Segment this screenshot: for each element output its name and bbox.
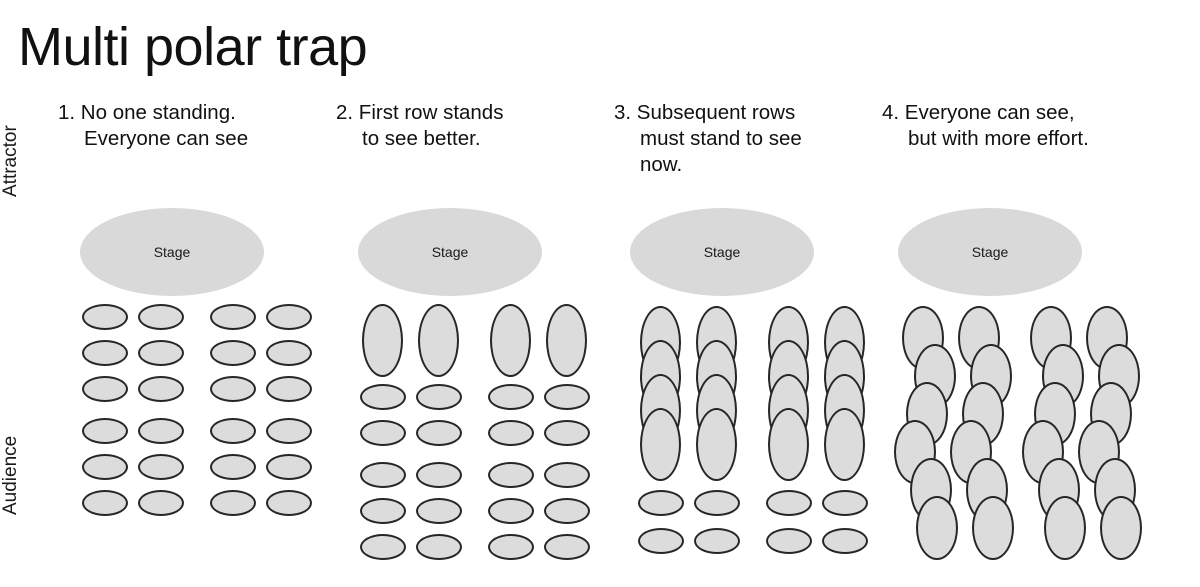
audience-person-seated [138,418,184,444]
audience-person-seated [266,304,312,330]
audience-person-seated [266,418,312,444]
audience-person-seated [138,454,184,480]
audience-person-seated [360,534,406,560]
audience-person-seated [82,304,128,330]
audience-person-standing [362,304,403,377]
audience-person-seated [360,462,406,488]
panel-1-audience [52,304,324,570]
audience-person-seated [266,376,312,402]
panel-4: 4. Everyone can see, but with more effor… [876,100,1148,570]
audience-person-seated [416,498,462,524]
audience-person-seated [544,534,590,560]
audience-person-standing [972,496,1014,560]
audience-person-seated [488,384,534,410]
audience-person-seated [266,340,312,366]
panel-2-stage: Stage [358,208,542,296]
panel-3: 3. Subsequent rows must stand to see now… [608,100,880,570]
audience-person-seated [360,420,406,446]
audience-person-seated [138,340,184,366]
audience-person-seated [416,384,462,410]
audience-person-seated [210,304,256,330]
axis-label-audience: Audience [0,435,21,515]
audience-person-seated [138,490,184,516]
audience-person-standing [696,408,737,481]
audience-person-seated [488,498,534,524]
audience-person-seated [360,498,406,524]
audience-person-seated [82,454,128,480]
audience-person-seated [694,528,740,554]
panel-1: 1. No one standing. Everyone can see Sta… [52,100,324,570]
audience-person-seated [544,462,590,488]
audience-person-seated [488,462,534,488]
audience-person-seated [210,340,256,366]
axis-label-attractor: Attractor [0,125,21,197]
audience-person-seated [544,384,590,410]
audience-person-seated [82,418,128,444]
stage-label: Stage [971,244,1009,260]
audience-person-seated [82,340,128,366]
audience-person-standing [1100,496,1142,560]
audience-person-seated [822,528,868,554]
panel-3-audience [608,304,880,570]
audience-person-seated [360,384,406,410]
audience-person-standing [490,304,531,377]
audience-person-seated [416,534,462,560]
audience-person-seated [694,490,740,516]
audience-person-seated [766,528,812,554]
audience-person-seated [266,454,312,480]
audience-person-standing [418,304,459,377]
page-title: Multi polar trap [18,17,368,77]
audience-person-seated [266,490,312,516]
audience-person-seated [210,454,256,480]
audience-person-standing [916,496,958,560]
audience-person-seated [210,418,256,444]
panel-3-stage: Stage [630,208,814,296]
panel-3-caption: 3. Subsequent rows must stand to see now… [614,101,802,176]
audience-person-seated [416,462,462,488]
audience-person-seated [82,490,128,516]
panel-2-caption: 2. First row stands to see better. [336,101,504,150]
audience-person-seated [822,490,868,516]
audience-person-seated [210,490,256,516]
panel-2: 2. First row stands to see better. Stage [330,100,602,570]
stage-label: Stage [153,244,191,260]
audience-person-seated [210,376,256,402]
audience-person-seated [82,376,128,402]
audience-person-seated [544,498,590,524]
audience-person-standing [640,408,681,481]
audience-person-seated [766,490,812,516]
panel-4-stage: Stage [898,208,1082,296]
audience-person-seated [638,528,684,554]
audience-person-standing [768,408,809,481]
stage-label: Stage [431,244,469,260]
audience-person-seated [416,420,462,446]
panel-2-audience [330,304,602,570]
audience-person-seated [138,376,184,402]
audience-person-seated [138,304,184,330]
audience-person-seated [544,420,590,446]
audience-person-standing [824,408,865,481]
panel-4-caption: 4. Everyone can see, but with more effor… [882,101,1089,150]
audience-person-standing [546,304,587,377]
panel-1-caption: 1. No one standing. Everyone can see [58,101,249,150]
panel-4-audience [876,304,1148,570]
audience-person-seated [488,534,534,560]
stage-label: Stage [703,244,741,260]
audience-person-seated [638,490,684,516]
audience-person-seated [488,420,534,446]
audience-person-standing [1044,496,1086,560]
panel-1-stage: Stage [80,208,264,296]
